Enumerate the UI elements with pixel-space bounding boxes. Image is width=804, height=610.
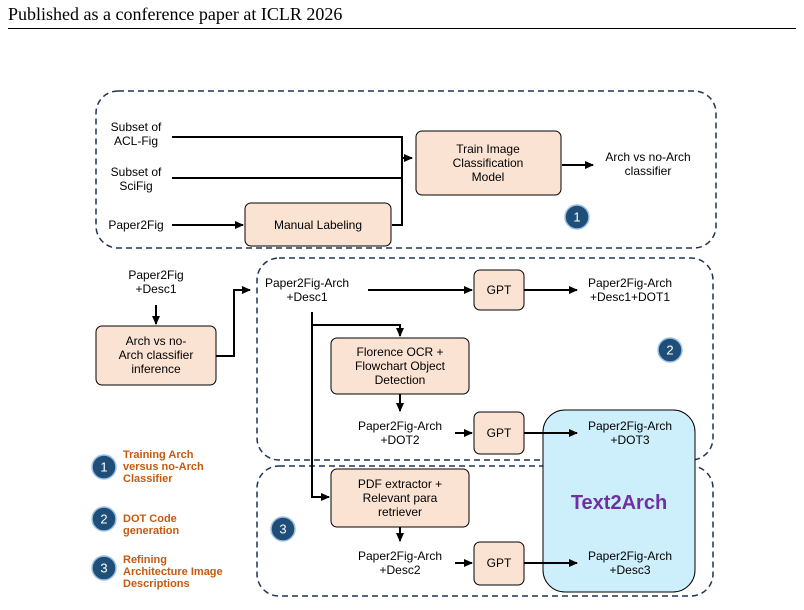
pdf-extractor-box: [330, 468, 470, 528]
output-dot3-label: Paper2Fig-Arch+DOT3: [588, 419, 672, 447]
train-model-box: [415, 130, 562, 196]
badge-2-number: 2: [666, 343, 673, 358]
legend-item-2-number: 2: [100, 512, 107, 527]
manual-labeling-box: [244, 202, 392, 247]
badge-1-number: 1: [573, 210, 580, 225]
edges: [152, 136, 594, 567]
legend-item-3-number: 3: [100, 561, 107, 576]
p2fa-desc2-label: Paper2Fig-Arch+Desc2: [358, 549, 442, 577]
badge-2: 2: [657, 337, 683, 363]
edge-aclfig-merge: [172, 136, 403, 178]
paper2fig-label: Paper2Fig: [108, 218, 163, 232]
header-rule: [8, 28, 796, 29]
region-3-border: [256, 465, 714, 597]
badge-3-number: 3: [279, 522, 286, 537]
badge-3: 3: [270, 516, 296, 542]
edge-inference-archdesc1: [216, 286, 251, 357]
edge-labeling-merge: [392, 178, 403, 226]
p2fa-desc1-label: Paper2Fig-Arch+Desc1: [265, 276, 349, 304]
florence-box: [330, 337, 470, 395]
gpt1-box: [473, 269, 525, 311]
gpt2-label: GPT: [487, 426, 512, 440]
edge-trunk-florence: [312, 324, 404, 337]
gpt2-box: [473, 411, 525, 455]
badge-1: 1: [564, 204, 590, 230]
paper2fig-desc1-label: Paper2Fig+Desc1: [128, 268, 183, 296]
output-desc3-label: Paper2Fig-Arch+Desc3: [588, 549, 672, 577]
region-1-border: [95, 90, 717, 249]
legend-item-1-number: 1: [100, 460, 107, 475]
text2arch-block: [542, 409, 696, 593]
edge-archdesc1-trunk: [311, 312, 330, 501]
gpt3-box: [473, 541, 525, 586]
manual-labeling-label: Manual Labeling: [274, 218, 362, 232]
gpt3-label: GPT: [487, 556, 512, 570]
text2arch-title: Text2Arch: [571, 492, 667, 514]
region-2-border: [256, 257, 714, 461]
page-header: Published as a conference paper at ICLR …: [8, 4, 343, 24]
gpt1-label: GPT: [487, 283, 512, 297]
output-dot1-label: Paper2Fig-Arch+Desc1+DOT1: [588, 276, 672, 304]
p2fa-dot2-label: Paper2Fig-Arch+DOT2: [358, 419, 442, 447]
inference-box: [95, 325, 217, 386]
